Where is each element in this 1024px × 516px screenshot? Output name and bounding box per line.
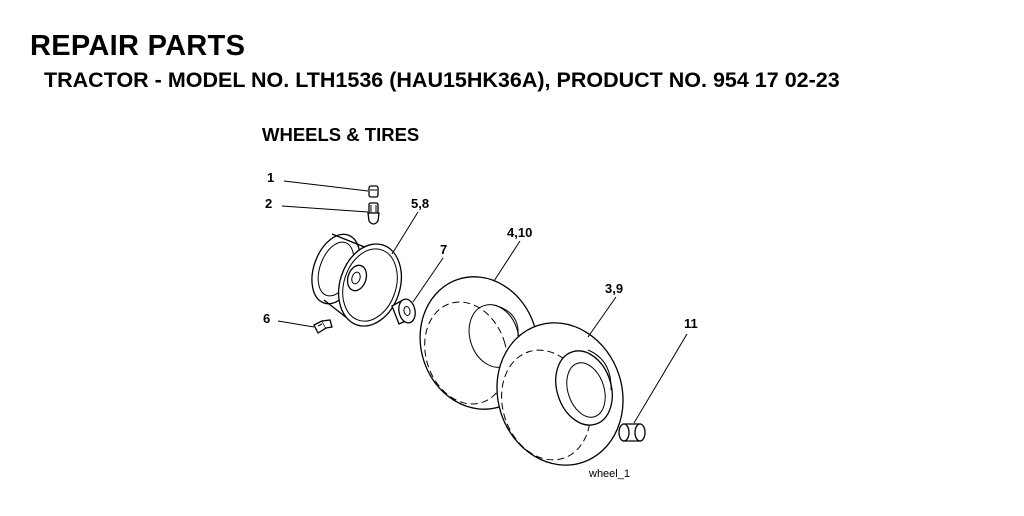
callout-7: 7 (440, 242, 447, 257)
valve-cap-part (368, 185, 379, 198)
callout-2: 2 (265, 196, 272, 211)
page-subtitle: TRACTOR - MODEL NO. LTH1536 (HAU15HK36A)… (44, 68, 840, 92)
callout-11: 11 (684, 316, 698, 331)
leader-line-5-8 (391, 211, 419, 255)
section-title: WHEELS & TIRES (262, 124, 420, 145)
leader-line-3-9 (587, 296, 617, 338)
leader-line-2 (281, 205, 369, 213)
leader-line-7 (412, 257, 444, 303)
bushing-part (391, 298, 416, 325)
figure-id: wheel_1 (588, 468, 630, 480)
cap-part (618, 423, 646, 442)
valve-stem-part (367, 202, 380, 225)
leader-line-1 (283, 180, 369, 192)
callout-5-8: 5,8 (411, 196, 429, 211)
bolt-part (313, 319, 333, 334)
rim-part (311, 233, 402, 327)
callout-6: 6 (263, 311, 270, 326)
tire-outer-part (496, 322, 624, 466)
leader-line-4-10 (493, 240, 521, 282)
leader-line-6 (277, 320, 315, 328)
callout-1: 1 (267, 170, 274, 185)
callout-4-10: 4,10 (507, 225, 532, 240)
leader-line-11 (633, 333, 688, 424)
callout-3-9: 3,9 (605, 281, 623, 296)
page-title: REPAIR PARTS (30, 30, 246, 62)
